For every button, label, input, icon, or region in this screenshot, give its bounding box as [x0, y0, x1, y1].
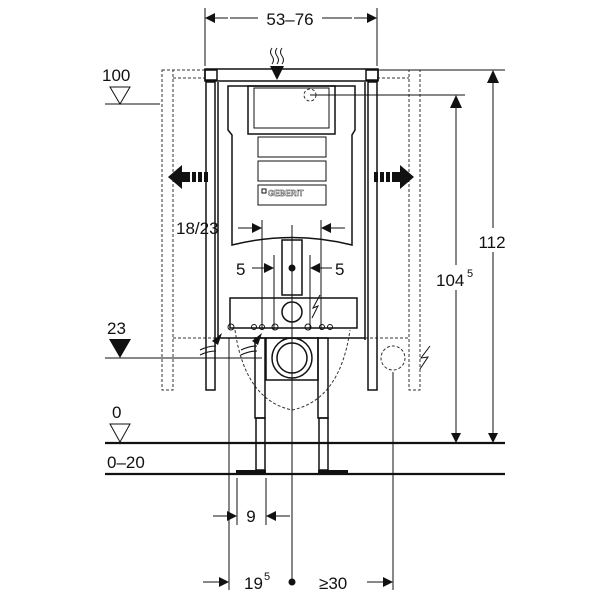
offset-right-label: 5 [335, 260, 344, 279]
bottom-dimensions: 9 19 5 ≥30 [203, 338, 394, 593]
floor-range-label: 0–20 [107, 453, 145, 472]
bowl-width-label: 18/23 [176, 219, 219, 238]
drain-pipe [199, 225, 351, 580]
level-23-label: 23 [107, 319, 126, 338]
electric-icon [311, 294, 321, 319]
height-104-dimension: 104 5 [436, 95, 473, 443]
height-frame-label: 104 [436, 271, 464, 290]
water-supply-arrow [270, 66, 284, 80]
width-dimension: 53–76 [204, 8, 378, 66]
height-112-dimension: 112 [380, 69, 506, 443]
axis-offset-sup: 5 [264, 571, 270, 583]
electrical-socket [380, 345, 431, 371]
water-supply-icon [270, 47, 284, 65]
installation-frame: GEBERIT [204, 68, 465, 391]
width-range-label: 53–76 [266, 10, 313, 29]
axis-offset-label: 19 [244, 574, 263, 593]
level-23: 23 [105, 319, 262, 359]
height-total-label: 112 [478, 233, 505, 252]
bowl-width-dimension: 18/23 5 5 [176, 219, 345, 330]
height-frame-sup: 5 [467, 268, 473, 280]
level-100-label: 100 [102, 66, 130, 85]
level-0-20: 0–20 [105, 453, 505, 476]
clearance-label: ≥30 [319, 574, 347, 593]
adjust-arrow-left [168, 165, 208, 189]
level-0: 0 [105, 403, 505, 445]
level-100: 100 [102, 66, 160, 105]
level-0-label: 0 [112, 403, 121, 422]
leg-offset-label: 9 [246, 507, 255, 526]
brand-logo: GEBERIT [268, 189, 304, 198]
offset-left-label: 5 [236, 260, 245, 279]
adjust-arrow-right [374, 165, 414, 189]
